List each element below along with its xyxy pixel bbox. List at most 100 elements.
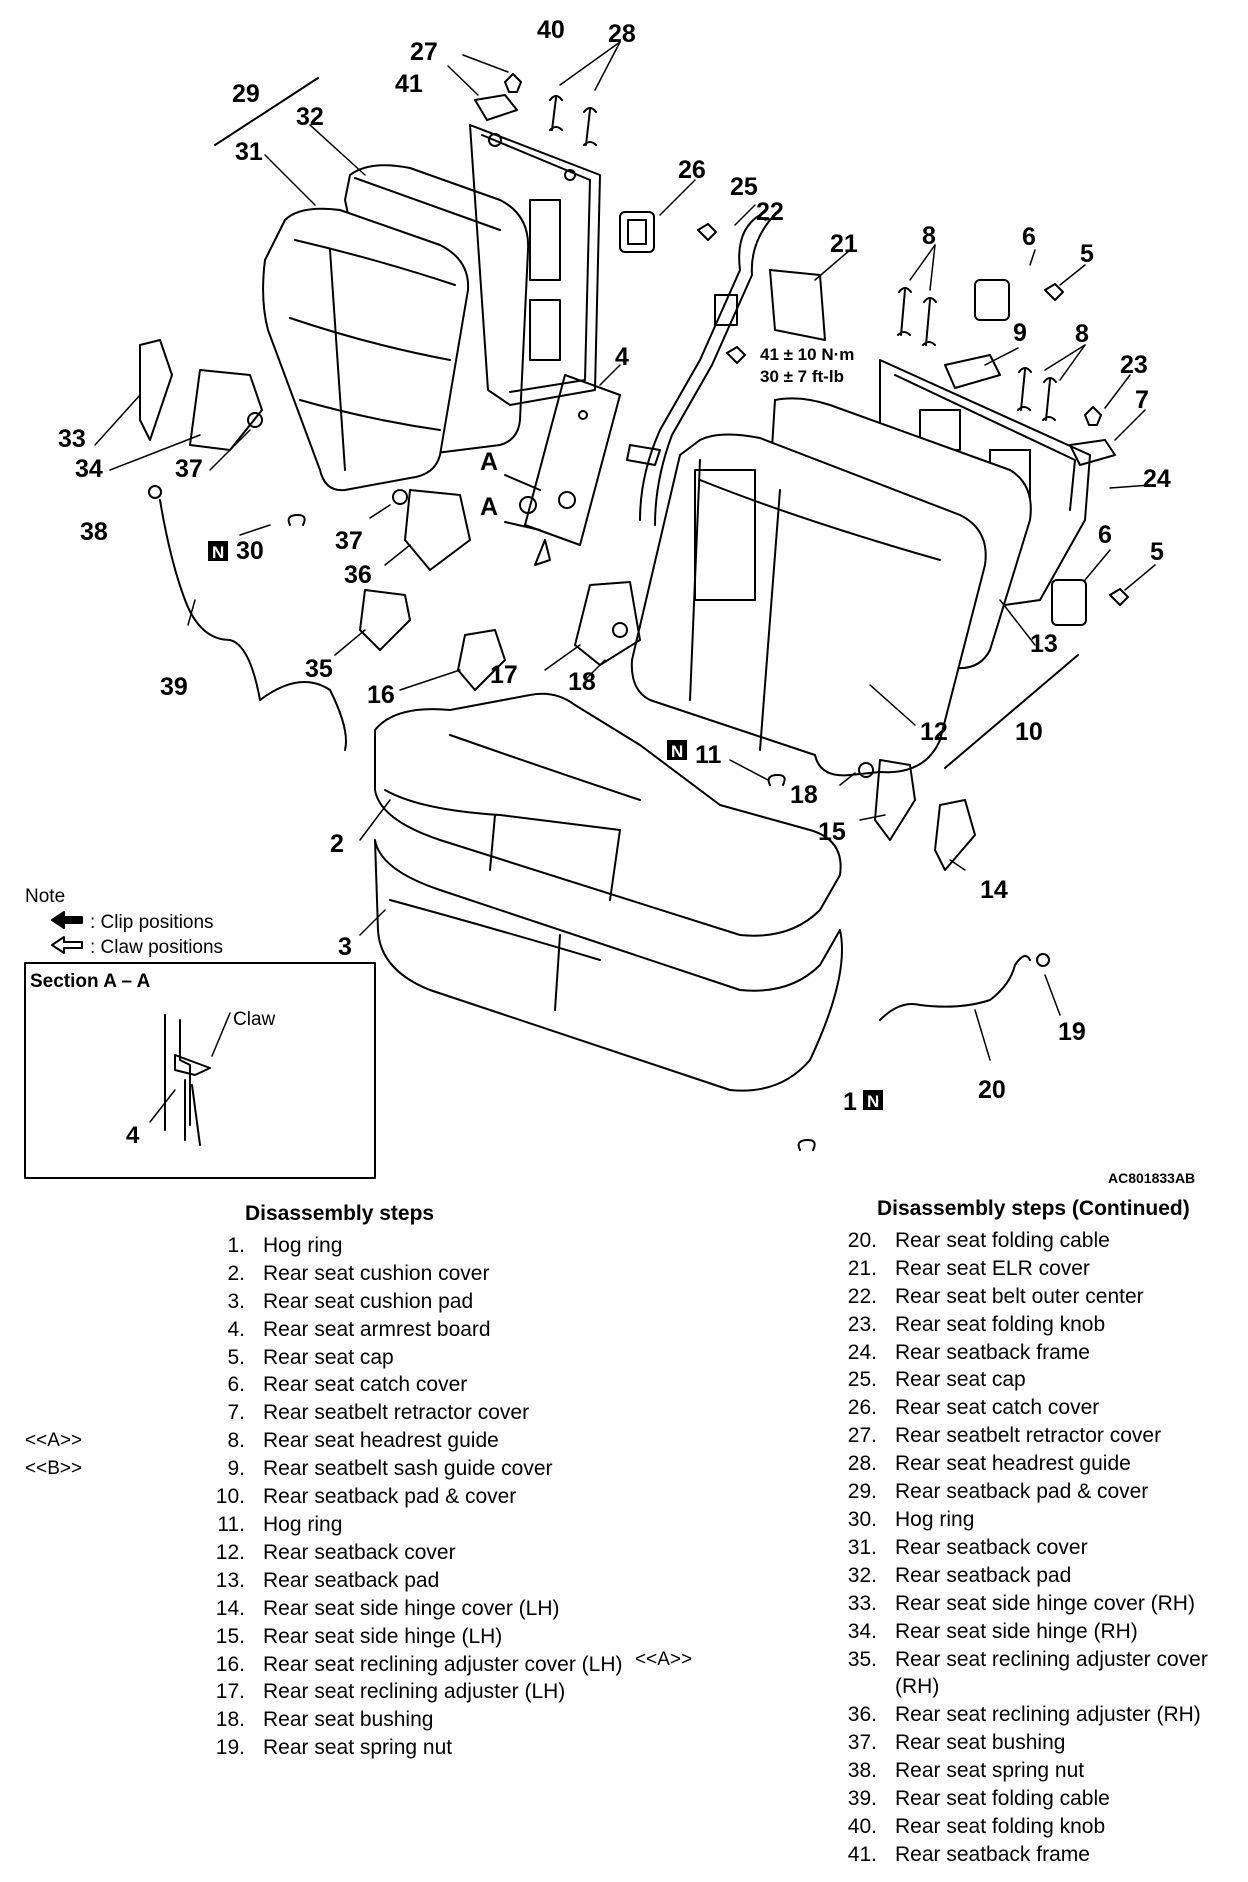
step-number: 36. [847, 1703, 877, 1727]
step-number: 10. [215, 1485, 245, 1509]
step-row: 2. Rear seat cushion cover [193, 1260, 633, 1288]
step-number: 29. [847, 1480, 877, 1504]
step-row: 38.Rear seat spring nut [825, 1757, 1245, 1785]
note-claw-label: : Claw positions [90, 937, 223, 958]
step-text: Rear seatbelt sash guide cover [263, 1457, 553, 1481]
sash-guide-cover-9 [944, 354, 1001, 389]
hog-ring-1 [797, 1139, 816, 1151]
side-hinge-34 [189, 369, 263, 451]
callout-31: 31 [235, 138, 263, 166]
armrest-board-4 [519, 374, 621, 546]
callout-20: 20 [978, 1076, 1006, 1104]
cushion-cover-2 [374, 692, 842, 937]
callout-26: 26 [678, 156, 706, 184]
step-number: 5. [227, 1345, 245, 1369]
steps-right: Disassembly steps (Continued) 20.Rear se… [635, 1195, 1245, 1869]
step-text: Rear seat reclining adjuster (LH) [263, 1680, 566, 1704]
bushing-37b [392, 489, 408, 505]
step-text: Rear seat folding knob [895, 1814, 1106, 1838]
step-text: Rear seat side hinge cover (RH) [895, 1591, 1195, 1615]
step-row: 1. Hog ring [193, 1232, 633, 1260]
callout-1: 1 [843, 1088, 857, 1116]
step-row: 20.Rear seat folding cable [825, 1227, 1245, 1255]
callout-3: 3 [338, 933, 352, 961]
seatback-cover-left [262, 207, 470, 492]
step-row: <<A>>35.Rear seat reclining adjuster cov… [635, 1646, 1245, 1702]
step-text: Rear seat side hinge (RH) [895, 1619, 1138, 1643]
callout-39: 39 [160, 673, 188, 701]
note-clip-label: : Clip positions [90, 912, 214, 933]
bracket-10 [944, 654, 1079, 769]
step-tag: <<B>> [25, 1458, 83, 1480]
step-text: Rear seat belt outer center [895, 1284, 1144, 1308]
step-text: Rear seat bushing [895, 1731, 1066, 1755]
step-row: 17.Rear seat reclining adjuster (LH) [193, 1678, 633, 1706]
step-number: 6. [227, 1373, 245, 1397]
step-text: Hog ring [263, 1512, 343, 1536]
callout-22: 22 [756, 198, 784, 226]
step-text: Hog ring [263, 1233, 343, 1257]
adjuster-cover-35 [359, 589, 411, 651]
side-hinge-cover-14 [934, 799, 976, 871]
bushing-18b [858, 762, 874, 778]
callout-5b: 5 [1150, 538, 1164, 566]
step-row: 39.Rear seat folding cable [825, 1785, 1245, 1813]
bolt-icon [725, 345, 747, 365]
torque-metric: 41 ± 10 N·m [760, 345, 854, 364]
claw-arrow-icon [51, 936, 83, 954]
callout-25: 25 [730, 173, 758, 201]
step-row: 32.Rear seatback pad [825, 1562, 1245, 1590]
headrest-guides-8 [897, 287, 1057, 421]
seatback-cover-12 [630, 433, 987, 777]
step-row: 36.Rear seat reclining adjuster (RH) [825, 1701, 1245, 1729]
section-part-label: 4 [126, 1122, 140, 1149]
clip-arrow-icon [51, 911, 83, 929]
step-text: Rear seat cushion cover [263, 1261, 490, 1285]
step-row: 16.Rear seat reclining adjuster cover (L… [193, 1651, 633, 1679]
step-row: 34.Rear seat side hinge (RH) [825, 1618, 1245, 1646]
step-number: 41. [847, 1842, 877, 1866]
step-text: Rear seatbelt retractor cover [895, 1424, 1162, 1448]
callout-33: 33 [58, 425, 86, 453]
step-number: 12. [215, 1540, 245, 1564]
callout-11: 11 [695, 741, 722, 769]
spring-nut-19 [1036, 953, 1050, 967]
n-marker-icons: N N N [208, 541, 883, 1111]
callout-10: 10 [1015, 718, 1043, 746]
hog-ring-30 [287, 514, 306, 526]
step-row: 27.Rear seatbelt retractor cover [825, 1422, 1245, 1450]
callout-27: 27 [410, 38, 438, 66]
step-text: Rear seatback cover [263, 1540, 456, 1564]
retractor-cover-7 [1069, 439, 1116, 466]
step-text: Rear seat armrest board [263, 1317, 491, 1341]
step-row: 7.Rear seatbelt retractor cover [193, 1399, 633, 1427]
steps-left-heading: Disassembly steps [245, 1202, 435, 1225]
callout-16: 16 [367, 681, 395, 709]
callout-6a: 6 [1022, 223, 1036, 251]
step-text: Rear seatback frame [895, 1340, 1090, 1364]
step-text: Rear seat folding cable [895, 1787, 1110, 1811]
callout-19: 19 [1058, 1018, 1086, 1046]
step-number: 40. [847, 1814, 877, 1838]
step-text: Rear seat reclining adjuster cover (LH) [263, 1652, 623, 1676]
torque-imperial: 30 ± 7 ft-lb [760, 367, 844, 386]
callout-14: 14 [980, 876, 1008, 904]
step-number: 19. [215, 1736, 245, 1760]
step-row: <<B>>9.Rear seatbelt sash guide cover [25, 1455, 633, 1483]
step-text: Rear seat cap [895, 1368, 1026, 1392]
step-number: 4. [227, 1317, 245, 1341]
catch-cover-26 [619, 211, 655, 253]
hog-ring-11 [767, 774, 786, 786]
step-number: 1. [227, 1233, 245, 1257]
step-text: Rear seat ELR cover [895, 1256, 1090, 1280]
callout-28: 28 [608, 20, 636, 48]
step-row: 29.Rear seatback pad & cover [825, 1478, 1245, 1506]
step-number: 2. [227, 1261, 245, 1285]
step-row: 33.Rear seat side hinge cover (RH) [825, 1590, 1245, 1618]
step-tag: <<A>> [25, 1430, 83, 1452]
step-row: 21.Rear seat ELR cover [825, 1255, 1245, 1283]
step-number: 8. [227, 1429, 245, 1453]
step-row: 12. Rear seatback cover [193, 1539, 633, 1567]
step-number: 32. [847, 1563, 877, 1587]
callout-8b: 8 [1075, 320, 1089, 348]
